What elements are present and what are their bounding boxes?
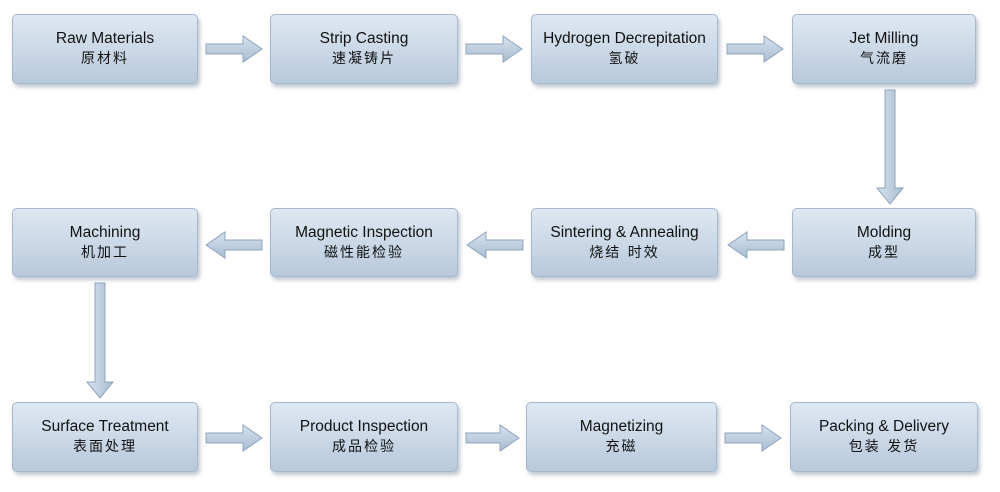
step-label-zh: 成型: [868, 244, 900, 261]
arrow-right-icon: [205, 424, 263, 452]
step-label-zh: 成品检验: [332, 439, 396, 455]
arrow-right-icon: [465, 424, 520, 452]
step-product-inspection: Product Inspection 成品检验: [270, 402, 458, 472]
step-label-en: Surface Treatment: [41, 418, 169, 435]
step-label-en: Molding: [856, 223, 912, 241]
step-label-en: Packing & Delivery: [818, 418, 950, 435]
arrow-right-icon: [465, 35, 523, 63]
step-label-en: Magnetizing: [579, 418, 664, 435]
step-sintering-annealing: Sintering & Annealing 烧结 时效: [531, 208, 718, 277]
arrow-right-icon: [726, 35, 784, 63]
step-label-en: Magnetic Inspection: [295, 223, 433, 241]
arrow-left-icon: [727, 231, 785, 259]
step-label-en: Product Inspection: [299, 418, 429, 435]
step-raw-materials: Raw Materials 原材料: [12, 14, 198, 84]
step-magnetic-inspection: Magnetic Inspection 磁性能检验: [270, 208, 458, 277]
step-label-zh: 氢破: [608, 51, 641, 67]
step-label-en: Hydrogen Decrepitation: [543, 30, 706, 47]
step-label-en: Raw Materials: [55, 30, 155, 47]
arrow-right-icon: [724, 424, 782, 452]
step-label-zh: 烧结 时效: [589, 244, 660, 261]
step-label-zh: 表面处理: [73, 439, 137, 455]
step-hydrogen-decrepitation: Hydrogen Decrepitation 氢破: [531, 14, 718, 84]
step-label-en: Jet Milling: [849, 30, 919, 47]
step-label-en: Machining: [69, 223, 141, 241]
arrow-left-icon: [466, 231, 524, 259]
step-jet-milling: Jet Milling 气流磨: [792, 14, 976, 84]
step-label-zh: 机加工: [81, 244, 129, 261]
step-label-en: Strip Casting: [319, 30, 409, 47]
step-label-zh: 气流磨: [860, 51, 908, 67]
step-label-zh: 速凝铸片: [332, 51, 396, 67]
step-label-zh: 原材料: [81, 51, 129, 67]
step-machining: Machining 机加工: [12, 208, 198, 277]
step-label-zh: 磁性能检验: [324, 244, 404, 261]
arrow-down-icon: [85, 282, 115, 399]
step-label-zh: 充磁: [605, 439, 638, 455]
step-magnetizing: Magnetizing 充磁: [526, 402, 717, 472]
step-molding: Molding 成型: [792, 208, 976, 277]
step-label-zh: 包装 发货: [848, 439, 920, 455]
step-label-en: Sintering & Annealing: [550, 223, 699, 241]
arrow-right-icon: [205, 35, 263, 63]
step-strip-casting: Strip Casting 速凝铸片: [270, 14, 458, 84]
step-surface-treatment: Surface Treatment 表面处理: [12, 402, 198, 472]
arrow-left-icon: [205, 231, 263, 259]
arrow-down-icon: [875, 89, 905, 205]
step-packing-delivery: Packing & Delivery 包装 发货: [790, 402, 978, 472]
